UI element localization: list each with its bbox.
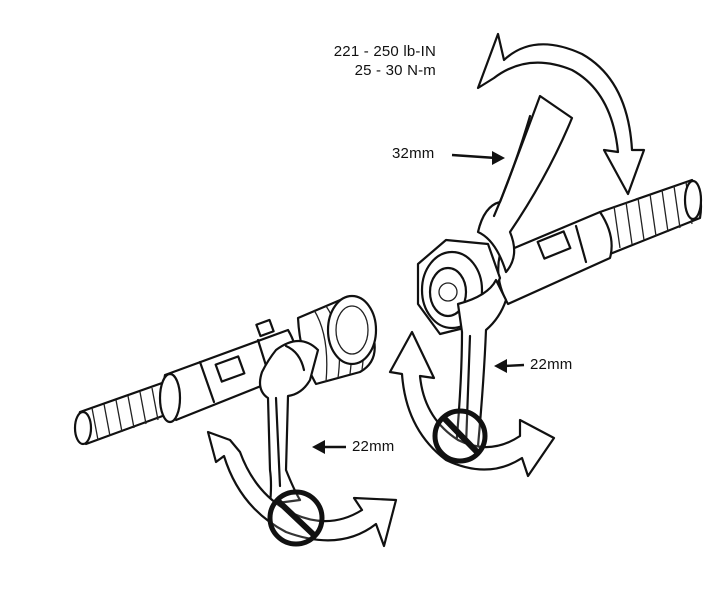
pointer-arrow-22mm-right	[494, 359, 524, 373]
prohibited-circle-icon	[435, 411, 485, 461]
pointer-arrow-32mm	[452, 151, 505, 165]
torque-spec-label: 221 - 250 lb-IN 25 - 30 N-m	[268, 42, 436, 80]
right-threaded-rod	[599, 180, 701, 254]
torque-imperial: 221 - 250 lb-IN	[268, 42, 436, 61]
prohibited-circle-icon	[270, 492, 322, 544]
wrench-22mm-left-label: 22mm	[352, 438, 394, 455]
left-22mm-wrench	[260, 341, 318, 504]
pointer-arrow-22mm-left	[312, 440, 346, 454]
left-threaded-rod	[75, 382, 169, 444]
torque-metric: 25 - 30 N-m	[268, 61, 436, 80]
wrench-32mm-label: 32mm	[392, 145, 434, 162]
wrench-22mm-right-label: 22mm	[530, 356, 572, 373]
